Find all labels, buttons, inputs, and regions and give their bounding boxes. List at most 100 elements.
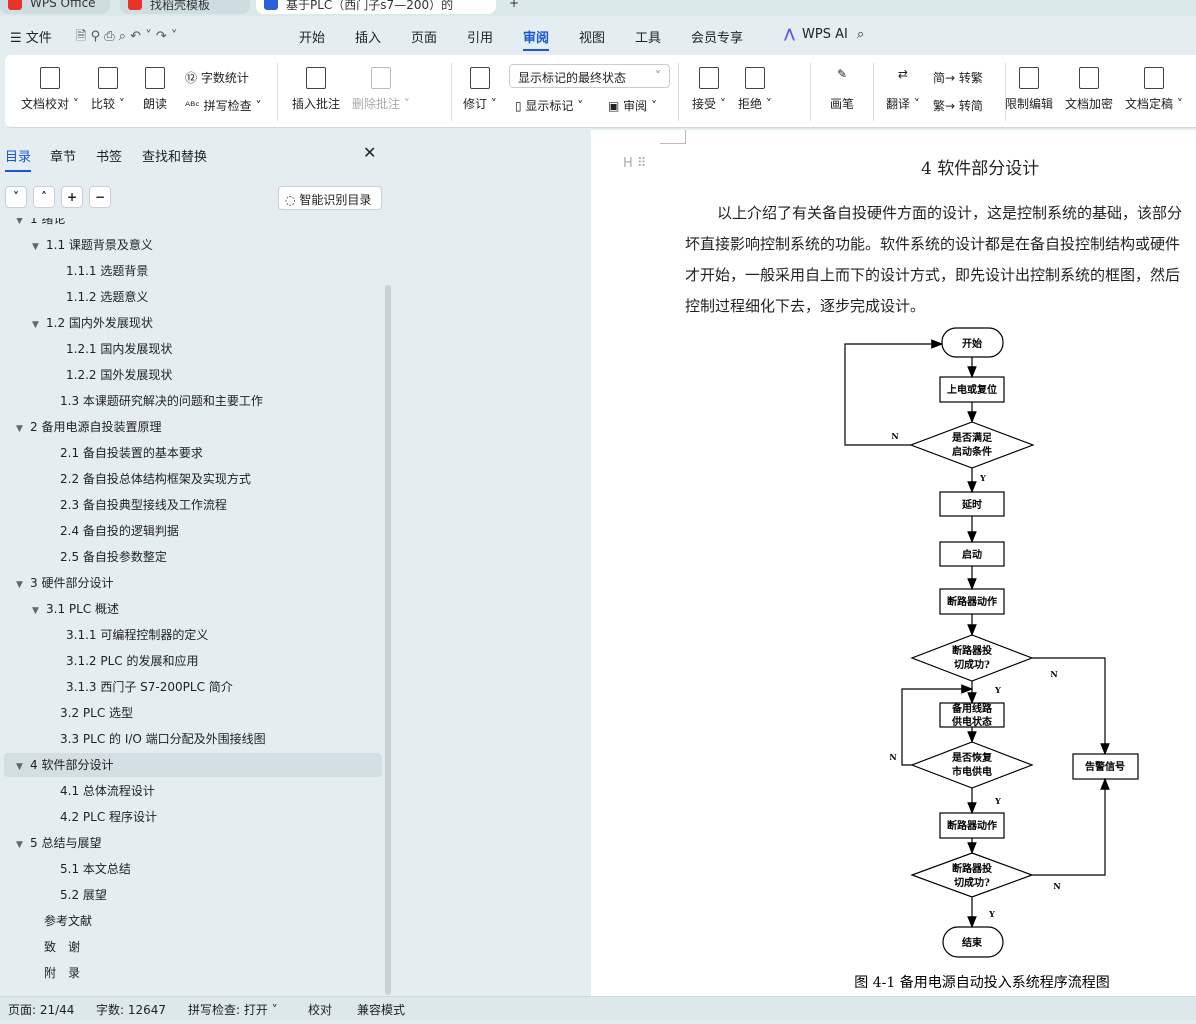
- toc-item[interactable]: 1.1.2 选题意义: [4, 285, 382, 309]
- word-count-button[interactable]: ⑫ 字数统计: [185, 71, 249, 85]
- compare-button[interactable]: 比较 ˅: [91, 67, 125, 112]
- expand-up-button[interactable]: ˄: [33, 186, 55, 208]
- read-aloud-button[interactable]: 朗读: [143, 67, 167, 112]
- to-simplified-button[interactable]: 繁→ 转简: [933, 99, 983, 113]
- toc-item[interactable]: ▼5 总结与展望: [4, 831, 382, 855]
- pen-button[interactable]: ✎画笔: [830, 67, 854, 112]
- toc-item[interactable]: 4.1 总体流程设计: [4, 779, 382, 803]
- toc-item[interactable]: ▼4 软件部分设计: [4, 753, 382, 777]
- menu-reference[interactable]: 引用: [467, 31, 494, 46]
- toc-item[interactable]: 2.3 备自投典型接线及工作流程: [4, 493, 382, 517]
- toc-item[interactable]: 3.3 PLC 的 I/O 端口分配及外围接线图: [4, 727, 382, 751]
- smart-toc-button[interactable]: ◌ 智能识别目录: [278, 186, 382, 210]
- toc-item[interactable]: 1.2.2 国外发展现状: [4, 363, 382, 387]
- word-count[interactable]: 字数: 12647: [96, 1003, 167, 1017]
- add-level-button[interactable]: +: [61, 186, 83, 208]
- expand-triangle-icon[interactable]: ▼: [16, 762, 23, 772]
- expand-triangle-icon[interactable]: ▼: [16, 840, 23, 850]
- spell-check-toggle[interactable]: 拼写检查: 打开 ˅: [188, 1003, 278, 1017]
- accept-button[interactable]: 接受 ˅: [692, 67, 726, 112]
- show-markup-button[interactable]: ▯ 显示标记 ˅: [515, 99, 584, 113]
- toc-item[interactable]: 2.2 备自投总体结构框架及实现方式: [4, 467, 382, 491]
- tab-document[interactable]: 基于PLC（西门子s7—200）的: [256, 0, 496, 14]
- toc-item[interactable]: ▼2 备用电源自投装置原理: [4, 415, 382, 439]
- toc-item[interactable]: 4.2 PLC 程序设计: [4, 805, 382, 829]
- toc-item[interactable]: ▼1.2 国内外发展现状: [4, 311, 382, 335]
- tab-wps-office[interactable]: WPS Office: [0, 0, 110, 14]
- flow-text: 备用线路: [951, 702, 993, 715]
- toc-item-label: 3.1.2 PLC 的发展和应用: [66, 654, 199, 668]
- menu-tools[interactable]: 工具: [635, 31, 662, 46]
- finalize-button[interactable]: 文档定稿 ˅: [1125, 67, 1183, 112]
- revise-button[interactable]: 修订 ˅: [463, 67, 497, 112]
- navigation-pane: 目录 章节 书签 查找和替换 ✕ ˅ ˄ + − ◌ 智能识别目录 ▼1 绪论▼…: [0, 130, 393, 996]
- expand-triangle-icon[interactable]: ▼: [32, 320, 39, 330]
- delete-comment-icon: [370, 67, 391, 89]
- remove-level-button[interactable]: −: [89, 186, 111, 208]
- label: 限制编辑: [1005, 97, 1054, 111]
- toc-item[interactable]: 5.2 展望: [4, 883, 382, 907]
- toc-item[interactable]: 参考文献: [4, 909, 382, 933]
- expand-triangle-icon[interactable]: ▼: [32, 242, 39, 252]
- restrict-edit-button[interactable]: 限制编辑: [1005, 67, 1053, 112]
- insert-comment-button[interactable]: 插入批注: [292, 67, 340, 112]
- toc-item[interactable]: 1.3 本课题研究解决的问题和主要工作: [4, 389, 382, 413]
- expand-triangle-icon[interactable]: ▼: [16, 424, 23, 434]
- menu-review[interactable]: 审阅: [523, 27, 550, 51]
- close-icon[interactable]: ✕: [363, 143, 377, 162]
- encrypt-button[interactable]: 文档加密: [1065, 67, 1113, 112]
- new-tab-button[interactable]: +: [509, 0, 520, 10]
- toc-item[interactable]: 致 谢: [4, 935, 382, 959]
- tab-toc[interactable]: 目录: [5, 146, 32, 172]
- search-icon[interactable]: ⌕: [857, 27, 865, 42]
- toc-item[interactable]: ▼ 3.1 PLC 概述: [4, 597, 382, 621]
- flow-label-n: N: [891, 431, 898, 441]
- toc-item[interactable]: ▼1 绪论: [4, 218, 382, 231]
- expand-triangle-icon[interactable]: ▼: [16, 218, 23, 226]
- toc-item[interactable]: 3.1.2 PLC 的发展和应用: [4, 649, 382, 673]
- menu-start[interactable]: 开始: [299, 31, 326, 46]
- toc-item[interactable]: 2.4 备自投的逻辑判据: [4, 519, 382, 543]
- toc-item[interactable]: 3.1.1 可编程控制器的定义: [4, 623, 382, 647]
- toc-item[interactable]: 1.2.1 国内发展现状: [4, 337, 382, 361]
- flow-backup-box: [939, 702, 1005, 728]
- menu-member[interactable]: 会员专享: [691, 31, 744, 46]
- wps-ai-button[interactable]: WPS AI: [802, 27, 848, 42]
- toc-item-label: 3.1 PLC 概述: [46, 602, 120, 616]
- expand-triangle-icon[interactable]: ▼: [32, 606, 39, 616]
- tab-bookmarks[interactable]: 书签: [96, 150, 123, 165]
- toc-item[interactable]: 附 录: [4, 961, 382, 985]
- tab-templates[interactable]: 找稻壳模板: [120, 0, 250, 14]
- toc-item[interactable]: ▼1.1 课题背景及意义: [4, 233, 382, 257]
- toc-item[interactable]: 5.1 本文总结: [4, 857, 382, 881]
- delete-comment-button[interactable]: 删除批注 ˅: [352, 67, 410, 112]
- file-menu[interactable]: ☰ 文件: [10, 31, 52, 46]
- heading-drag-handle-icon[interactable]: H ⠿: [623, 156, 647, 171]
- proofread-status[interactable]: 校对: [308, 1003, 333, 1017]
- spell-check-button[interactable]: ᴬᴮᶜ 拼写检查 ˅: [185, 99, 262, 113]
- menu-page[interactable]: 页面: [411, 31, 438, 46]
- review-pane-button[interactable]: ▣ 审阅 ˅: [608, 99, 657, 113]
- tab-chapters[interactable]: 章节: [50, 150, 77, 165]
- expand-triangle-icon[interactable]: ▼: [16, 580, 23, 590]
- page-indicator[interactable]: 页面: 21/44: [8, 1003, 75, 1017]
- to-traditional-button[interactable]: 简→ 转繁: [933, 71, 983, 85]
- quick-access-icons[interactable]: 🗎 ⚲ ⎙ ⌕ ↶ ˅ ↷ ˅: [76, 29, 178, 44]
- accept-icon: [698, 67, 719, 89]
- tab-find-replace[interactable]: 查找和替换: [142, 150, 208, 165]
- menu-insert[interactable]: 插入: [355, 31, 382, 46]
- toc-item[interactable]: ▼3 硬件部分设计: [4, 571, 382, 595]
- toc-scrollbar[interactable]: [385, 285, 391, 995]
- menu-view[interactable]: 视图: [579, 31, 606, 46]
- toc-item[interactable]: 2.5 备自投参数整定: [4, 545, 382, 569]
- toc-item[interactable]: 1.1.1 选题背景: [4, 259, 382, 283]
- toc-item[interactable]: 3.1.3 西门子 S7-200PLC 简介: [4, 675, 382, 699]
- collapse-button[interactable]: ˅: [5, 186, 27, 208]
- toc-item[interactable]: 3.2 PLC 选型: [4, 701, 382, 725]
- toc-item-label: 1.2.2 国外发展现状: [66, 368, 173, 382]
- reject-button[interactable]: 拒绝 ˅: [738, 67, 772, 112]
- translate-button[interactable]: ⇄翻译 ˅: [886, 67, 920, 111]
- proofread-button[interactable]: 文档校对 ˅: [21, 67, 79, 112]
- toc-item[interactable]: 2.1 备自投装置的基本要求: [4, 441, 382, 465]
- markup-state-dropdown[interactable]: 显示标记的最终状态˅: [509, 64, 670, 88]
